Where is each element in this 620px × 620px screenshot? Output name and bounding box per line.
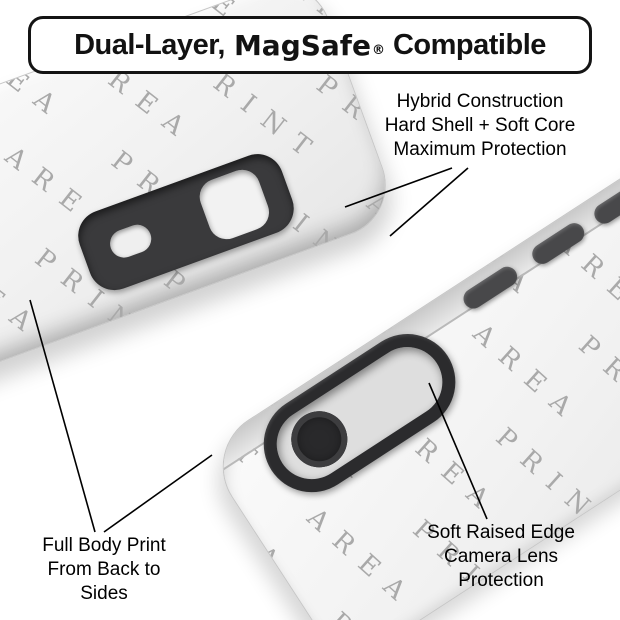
- camera-lens-hole: [194, 164, 275, 245]
- callout-line-hybrid-2: [389, 167, 469, 237]
- camera-oval-cutout: [245, 315, 474, 511]
- annotation-line: Maximum Protection: [393, 139, 567, 160]
- annotation-line: From Back to: [47, 559, 161, 580]
- registered-trademark-icon: ®: [371, 42, 385, 58]
- annotation-camera-protection: Soft Raised Edge Camera Lens Protection: [405, 521, 597, 593]
- camera-lens: [280, 400, 359, 478]
- title-compatible: Compatible: [392, 28, 546, 61]
- annotation-line: Full Body Print: [42, 535, 166, 556]
- title-banner: Dual-Layer, MagSafe® Compatible: [28, 16, 592, 74]
- camera-flash-hole: [106, 220, 156, 262]
- title-dual-layer: Dual-Layer,: [74, 28, 225, 61]
- camera-cutout-bar: [70, 146, 302, 298]
- annotation-line: Protection: [458, 570, 544, 591]
- annotation-line: Hard Shell + Soft Core: [384, 115, 576, 136]
- annotation-hybrid-construction: Hybrid Construction Hard Shell + Soft Co…: [366, 90, 594, 162]
- camera-oval-recess: [263, 333, 456, 493]
- annotation-line: Camera Lens: [443, 546, 559, 567]
- title-magsafe-text: MagSafe: [233, 28, 371, 62]
- annotation-line: Hybrid Construction: [396, 91, 564, 112]
- callout-line-fullbody-2: [103, 454, 213, 533]
- annotation-line: Sides: [80, 583, 128, 604]
- title-magsafe: MagSafe®: [233, 28, 385, 62]
- annotation-full-body-print: Full Body Print From Back to Sides: [18, 534, 190, 606]
- annotation-line: Soft Raised Edge: [427, 522, 575, 543]
